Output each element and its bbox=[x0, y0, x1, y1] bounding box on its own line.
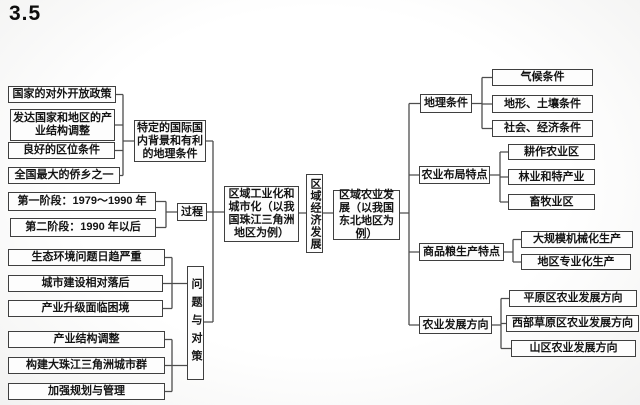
node-grain-production-features: 商品粮生产特点 bbox=[419, 243, 504, 261]
node-grassland-direction: 西部草原区农业发展方向 bbox=[506, 315, 639, 332]
node-farming-zone: 耕作农业区 bbox=[508, 144, 595, 160]
node-city-cluster: 构建大珠江三角洲城市群 bbox=[8, 357, 165, 374]
node-agricultural-development: 区域农业发展（以我国东北地区为例） bbox=[333, 189, 400, 240]
node-background-conditions: 特定的国际国内背景和有利的地理条件 bbox=[134, 120, 206, 162]
node-specialized-production: 地区专业化生产 bbox=[521, 254, 631, 270]
node-stage-1: 第一阶段：1979～1990 年 bbox=[8, 192, 156, 211]
node-open-policy: 国家的对外开放政策 bbox=[8, 86, 116, 103]
node-process: 过程 bbox=[177, 203, 207, 221]
node-plain-direction: 平原区农业发展方向 bbox=[509, 290, 637, 307]
node-mountain-direction: 山区农业发展方向 bbox=[511, 340, 636, 357]
node-climate: 气候条件 bbox=[492, 69, 593, 86]
node-good-location: 良好的区位条件 bbox=[8, 142, 115, 159]
node-stage-2: 第二阶段：1990 年以后 bbox=[10, 218, 156, 237]
node-strengthen-planning: 加强规划与管理 bbox=[8, 383, 165, 400]
node-development-direction: 农业发展方向 bbox=[419, 316, 492, 334]
node-upgrade-difficulty: 产业升级面临困境 bbox=[8, 300, 163, 317]
node-overseas-hometown: 全国最大的侨乡之一 bbox=[8, 167, 120, 184]
node-mechanized-production: 大规模机械化生产 bbox=[521, 231, 633, 248]
node-eco-problem: 生态环境问题日趋严重 bbox=[8, 249, 165, 266]
node-social-economic: 社会、经济条件 bbox=[492, 120, 593, 137]
node-layout-features: 农业布局特点 bbox=[419, 166, 490, 184]
node-industrialization-urbanization: 区域工业化和城市化（以我国珠江三角洲地区为例） bbox=[224, 186, 299, 242]
node-city-lag: 城市建设相对落后 bbox=[8, 275, 163, 292]
node-terrain-soil: 地形、土壤条件 bbox=[492, 95, 593, 113]
page-title: 3.5 bbox=[9, 2, 42, 25]
node-geographic-conditions: 地理条件 bbox=[420, 94, 472, 113]
node-structure-adjust: 产业结构调整 bbox=[8, 331, 165, 348]
node-husbandry-zone: 畜牧业区 bbox=[508, 194, 595, 210]
node-root-regional-economy: 区域经济发展 bbox=[306, 174, 323, 253]
node-industry-shift: 发达国家和地区的产业结构调整 bbox=[10, 109, 115, 141]
node-problems-measures: 问题与对策 bbox=[187, 266, 204, 380]
node-forestry-specialty: 林业和特产业 bbox=[508, 169, 595, 185]
